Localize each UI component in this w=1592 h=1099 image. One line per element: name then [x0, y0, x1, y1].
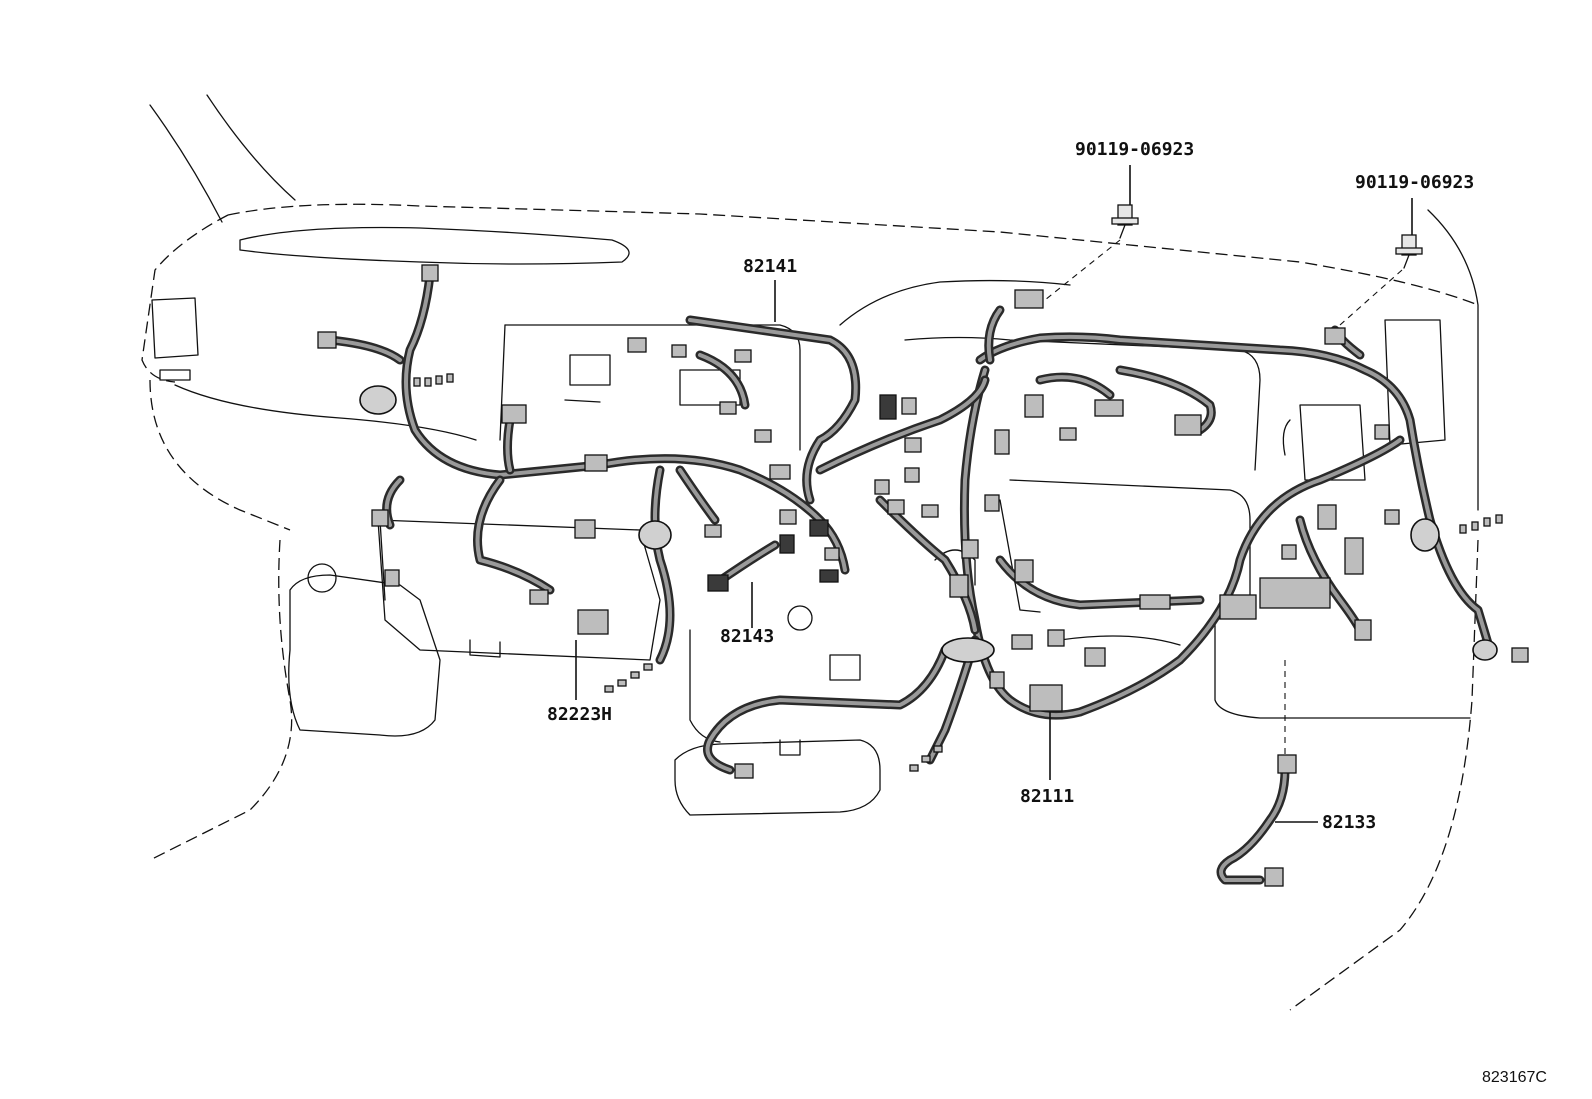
- label-82133: 82133: [1322, 812, 1376, 833]
- pin-marks: [413, 373, 1503, 772]
- bolt-90119-06923-b: [1395, 234, 1423, 269]
- figure-reference: 823167C: [1482, 1069, 1547, 1086]
- main-harness-82111: [925, 305, 1495, 765]
- connectors: [317, 264, 1529, 887]
- console-harness: [703, 645, 950, 775]
- grommets: [359, 385, 1498, 663]
- harness-82141: [325, 270, 990, 665]
- harness-82133: [1216, 765, 1290, 885]
- label-90119-06923-a: 90119-06923: [1075, 139, 1194, 160]
- label-82141: 82141: [743, 256, 797, 277]
- label-82223h: 82223H: [547, 704, 612, 725]
- label-82143: 82143: [720, 626, 774, 647]
- label-82111: 82111: [1020, 786, 1074, 807]
- label-90119-06923-b: 90119-06923: [1355, 172, 1474, 193]
- leader-lines: [575, 165, 1413, 823]
- bolt-90119-06923-a: [1111, 204, 1139, 239]
